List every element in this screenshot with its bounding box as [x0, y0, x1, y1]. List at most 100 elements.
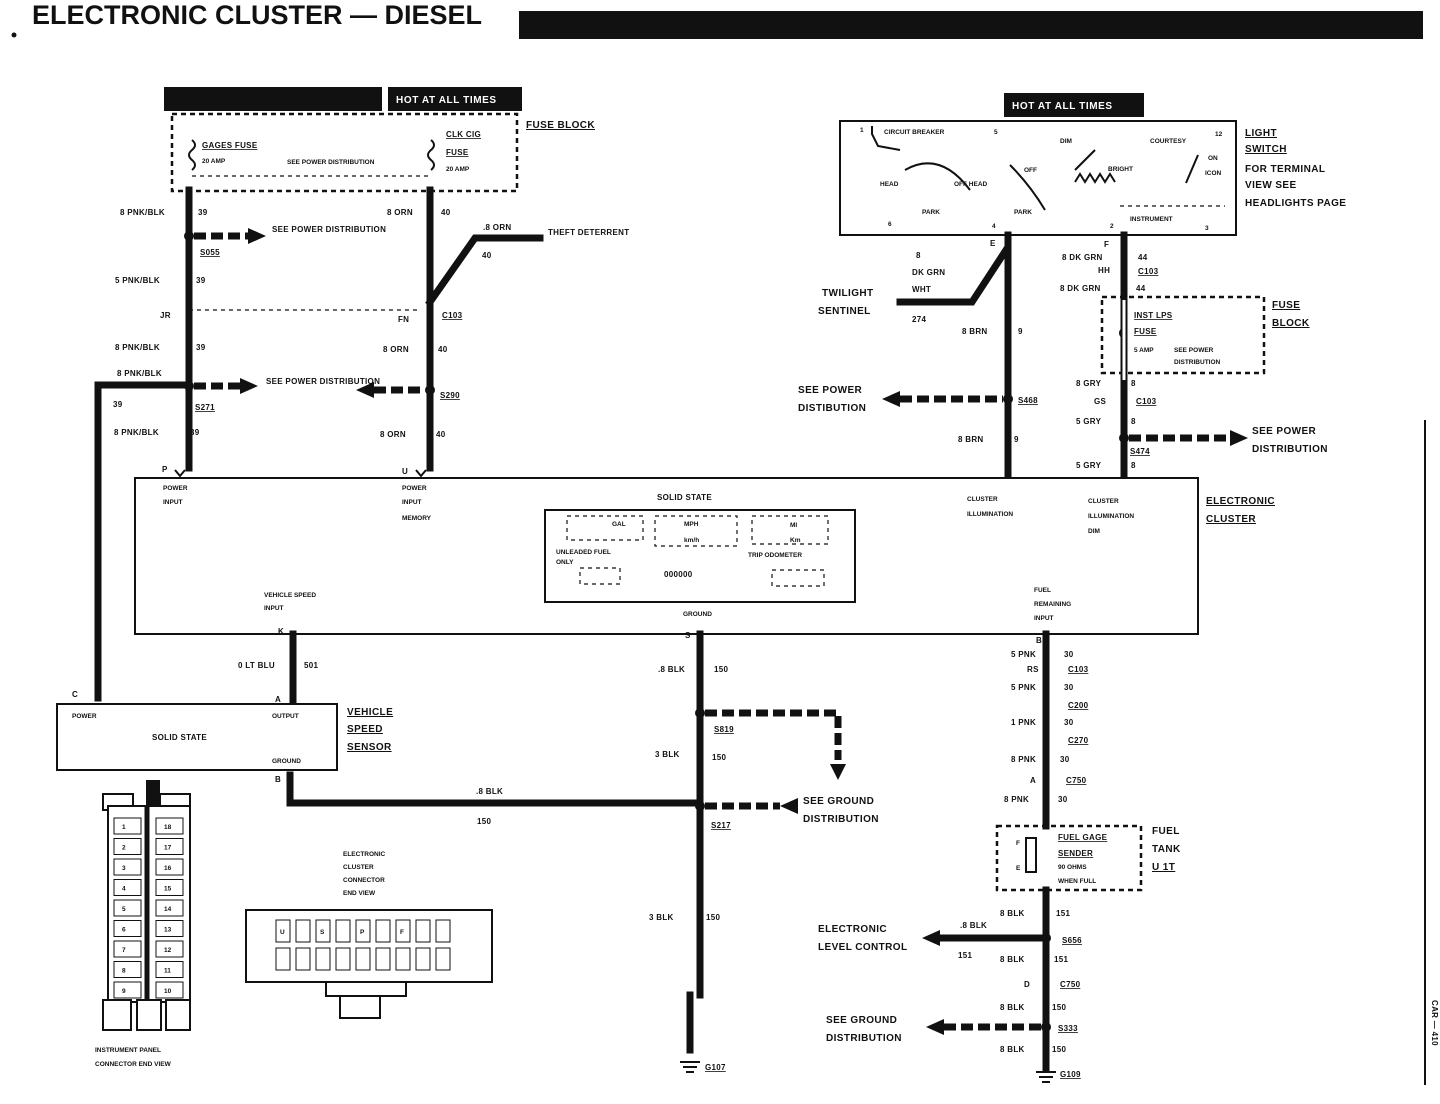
ls-label-1: LIGHT	[1245, 128, 1277, 139]
ipc-pin-left-cell	[113, 879, 142, 896]
fuel-w9-color: 8 BLK	[1000, 1045, 1025, 1054]
ecc-pin-letter: P	[360, 929, 365, 936]
display-gal: GAL	[612, 521, 626, 528]
ipc-pin-right-number: 16	[164, 865, 172, 872]
ipc-pin-right-cell	[155, 981, 184, 999]
s333-arrowhead	[926, 1019, 944, 1035]
vss-ground: GROUND	[272, 758, 301, 765]
fuse-block-right	[1100, 295, 1266, 375]
left-see-power-1: SEE POWER DISTRIBUTION	[272, 225, 386, 234]
fuel-tank-label-2: TANK	[1152, 844, 1181, 855]
inst-lps-fuse-symbol	[1119, 317, 1127, 349]
cluster-label-1: ELECTRONIC	[1206, 496, 1275, 507]
rt-see-power-1: SEE POWER	[798, 385, 863, 396]
ls-icon: ICON	[1205, 170, 1222, 177]
ls-dim: DIM	[1060, 138, 1072, 145]
fuel-w2-color: 5 PNK	[1011, 683, 1036, 692]
s217-arrowhead	[780, 798, 798, 814]
left-w1-color: 8 PNK/BLK	[120, 208, 165, 217]
ipc-pin-left-cell	[113, 961, 142, 978]
theft-color: .8 ORN	[483, 223, 511, 232]
fuel-elc-color: .8 BLK	[960, 921, 987, 930]
fuel-gage-sender-box	[995, 824, 1143, 892]
display-speed-window	[654, 515, 738, 547]
ipc-pin-left-cell	[113, 899, 142, 917]
splice-s474: S474	[1130, 447, 1150, 456]
fuel-conn2: C200	[1068, 701, 1089, 710]
gnd-see-ground-1: SEE GROUND	[803, 796, 874, 807]
fuel-rs: RS	[1027, 665, 1039, 674]
ecc-pin-cell	[295, 919, 311, 943]
mid-conn: C103	[442, 311, 463, 320]
ipc-pin-left-number: 8	[122, 968, 126, 975]
vss-a-pin: A	[275, 695, 281, 704]
gnd-w3-num: 150	[706, 913, 720, 922]
fuel-ohms-1: 90 OHMS	[1058, 864, 1087, 871]
clk-fuse-label: FUSE	[446, 148, 469, 157]
vss-solid-state: SOLID STATE	[152, 733, 207, 742]
vss-wire-num: 501	[304, 661, 318, 670]
mid-w2-color: 8 ORN	[383, 345, 409, 354]
s290-arrowhead	[356, 382, 374, 398]
fuel-a-pin: A	[1030, 776, 1036, 785]
left-w4-num: 39	[113, 400, 123, 409]
rt-f-pin2: F	[1104, 240, 1109, 249]
ipc-pin-right-number: 11	[164, 968, 171, 975]
inst-lps-amp: 5 AMP	[1134, 347, 1154, 354]
ipc-pin-left-cell	[113, 817, 142, 835]
display-fuel-bar	[579, 567, 621, 585]
ls-off-head: OFF HEAD	[954, 181, 988, 188]
fuse-block-right-2: BLOCK	[1272, 318, 1310, 329]
rt-grn2-color: 8 DK GRN	[1060, 284, 1101, 293]
ecc-pin-cell	[355, 919, 371, 943]
ipc-pin-left-cell	[113, 981, 142, 999]
ipc-pin-right-cell	[155, 858, 184, 876]
cluster-solid-state: SOLID STATE	[657, 493, 712, 502]
inst-lps-label: INST LPS	[1134, 311, 1173, 320]
ls-rheostat	[1074, 172, 1116, 184]
wire-theft-deterrent	[425, 234, 544, 307]
cluster-fri-1: FUEL	[1034, 587, 1051, 594]
rt-gry2-color: 5 GRY	[1076, 417, 1102, 426]
ground-g109: G109	[1060, 1070, 1081, 1079]
cluster-illum-dim-2: ILLUMINATION	[1088, 513, 1134, 520]
vss-label-3: SENSOR	[347, 742, 392, 753]
s055-arrowhead	[248, 228, 266, 244]
ls-instrument: INSTRUMENT	[1130, 216, 1173, 223]
clk-fuse-amp: 20 AMP	[446, 166, 470, 173]
rt-conn2: C103	[1136, 397, 1157, 406]
splice-s290-dot	[425, 385, 435, 395]
fuse-block-left	[170, 112, 519, 193]
display-trip-bar	[771, 569, 825, 587]
splice-s333: S333	[1058, 1024, 1078, 1033]
mid-w1-color: 8 ORN	[387, 208, 413, 217]
ls-pin-2: 2	[1110, 223, 1114, 230]
fuel-w1-num: 30	[1064, 650, 1074, 659]
title-bar-rule	[519, 11, 1423, 39]
rt-gry2-num: 8	[1131, 417, 1136, 426]
fuel-conn5: C750	[1060, 980, 1081, 989]
fuel-sender-label: SENDER	[1058, 849, 1093, 858]
twilight-label-1: TWILIGHT	[822, 288, 874, 299]
left-w5-color: 8 PNK/BLK	[114, 428, 159, 437]
rt-grn1-num: 44	[1138, 253, 1148, 262]
fuel-w4-color: 8 PNK	[1011, 755, 1036, 764]
ipc-pin-right-cell	[155, 879, 184, 896]
cluster-vsi-2: INPUT	[264, 605, 284, 612]
clk-cig-fuse-symbol	[427, 139, 435, 171]
display-kmh: km/h	[684, 537, 699, 544]
hot-label-right	[1004, 93, 1144, 117]
ls-label-2: SWITCH	[1245, 144, 1287, 155]
cluster-pim-3: MEMORY	[402, 515, 432, 522]
ipc-label-1: INSTRUMENT PANEL	[95, 1047, 161, 1054]
ls-pin-1: 1	[860, 127, 864, 134]
cluster-label-2: CLUSTER	[1206, 514, 1256, 525]
fuel-w3-num: 30	[1064, 718, 1074, 727]
theft-num: 40	[482, 251, 492, 260]
ecc-latch	[339, 995, 381, 1019]
splice-s055: S055	[200, 248, 220, 257]
left-w3-color: 8 PNK/BLK	[115, 343, 160, 352]
ipc-pin-left-number: 7	[122, 947, 126, 954]
left-w2-num: 39	[196, 276, 206, 285]
rt-gry3-color: 5 GRY	[1076, 461, 1102, 470]
